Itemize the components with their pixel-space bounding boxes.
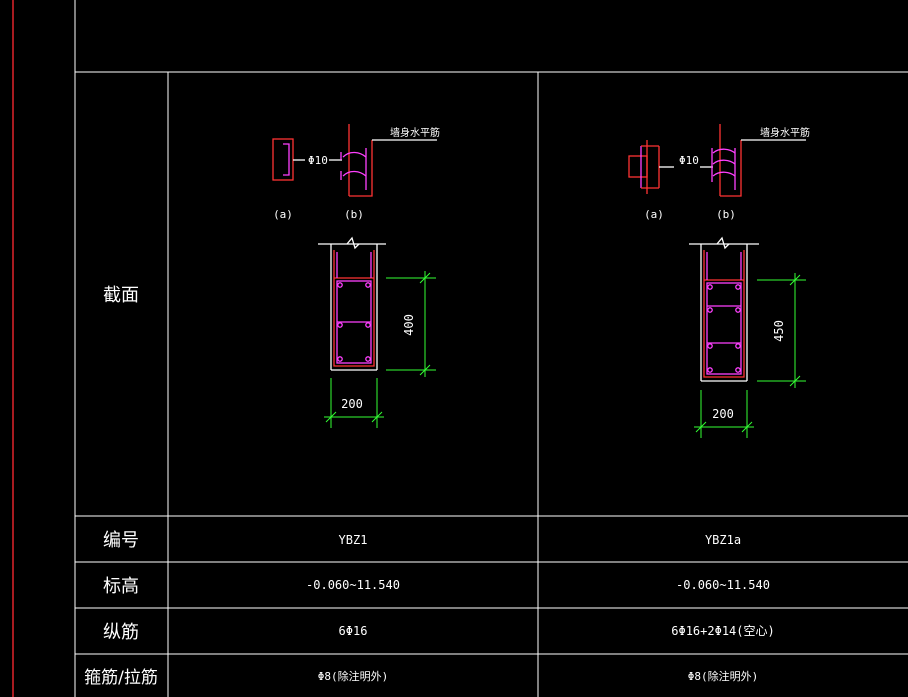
id-cell: YBZ1 bbox=[339, 533, 368, 547]
schedule-table-grid bbox=[75, 71, 908, 697]
row-header-longitudinal: 纵筋 bbox=[103, 622, 139, 643]
bar-callout-text: Φ10 bbox=[308, 154, 328, 167]
row-header-id: 编号 bbox=[103, 530, 139, 551]
column-section-outline bbox=[318, 236, 386, 371]
wall-bar-note: 墙身水平筋 bbox=[390, 126, 440, 139]
detail-a-hook bbox=[628, 140, 674, 194]
stirrup-cell: Φ8(除注明外) bbox=[688, 669, 759, 683]
longitudinal-cell: 6Φ16+2Φ14(空心) bbox=[671, 624, 774, 638]
wall-bar-note: 墙身水平筋 bbox=[760, 126, 810, 139]
detail-a-hook bbox=[272, 138, 305, 181]
dim-width-text: 200 bbox=[341, 397, 363, 411]
detail-b-label: (b) bbox=[344, 208, 364, 221]
elevation-cell: -0.060~11.540 bbox=[676, 578, 770, 592]
row-header-elevation: 标高 bbox=[103, 576, 139, 597]
row-header-stirrup: 箍筋/拉筋 bbox=[84, 668, 158, 688]
dim-width-text: 200 bbox=[712, 407, 734, 421]
bar-callout-text: Φ10 bbox=[679, 154, 699, 167]
elevation-cell: -0.060~11.540 bbox=[306, 578, 400, 592]
dimension-lines bbox=[694, 273, 806, 438]
column-section-outline bbox=[689, 236, 759, 382]
dimension-lines bbox=[324, 271, 436, 428]
detail-a-label: (a) bbox=[273, 208, 293, 221]
section-ybz1: Φ10 (a) 墙身水平筋 (b) bbox=[272, 124, 440, 428]
detail-b-wall-bar bbox=[700, 124, 806, 197]
longitudinal-cell: 6Φ16 bbox=[339, 624, 368, 638]
id-cell: YBZ1a bbox=[705, 533, 741, 547]
detail-b-wall-bar bbox=[329, 124, 437, 197]
detail-b-label: (b) bbox=[716, 208, 736, 221]
detail-a-label: (a) bbox=[644, 208, 664, 221]
dim-height-text: 450 bbox=[772, 320, 786, 342]
stirrup-cell: Φ8(除注明外) bbox=[318, 669, 389, 683]
dim-height-text: 400 bbox=[402, 314, 416, 336]
row-header-section: 截面 bbox=[103, 285, 139, 306]
section-ybz1a: Φ10 (a) 墙身水平筋 (b) bbox=[628, 124, 810, 438]
